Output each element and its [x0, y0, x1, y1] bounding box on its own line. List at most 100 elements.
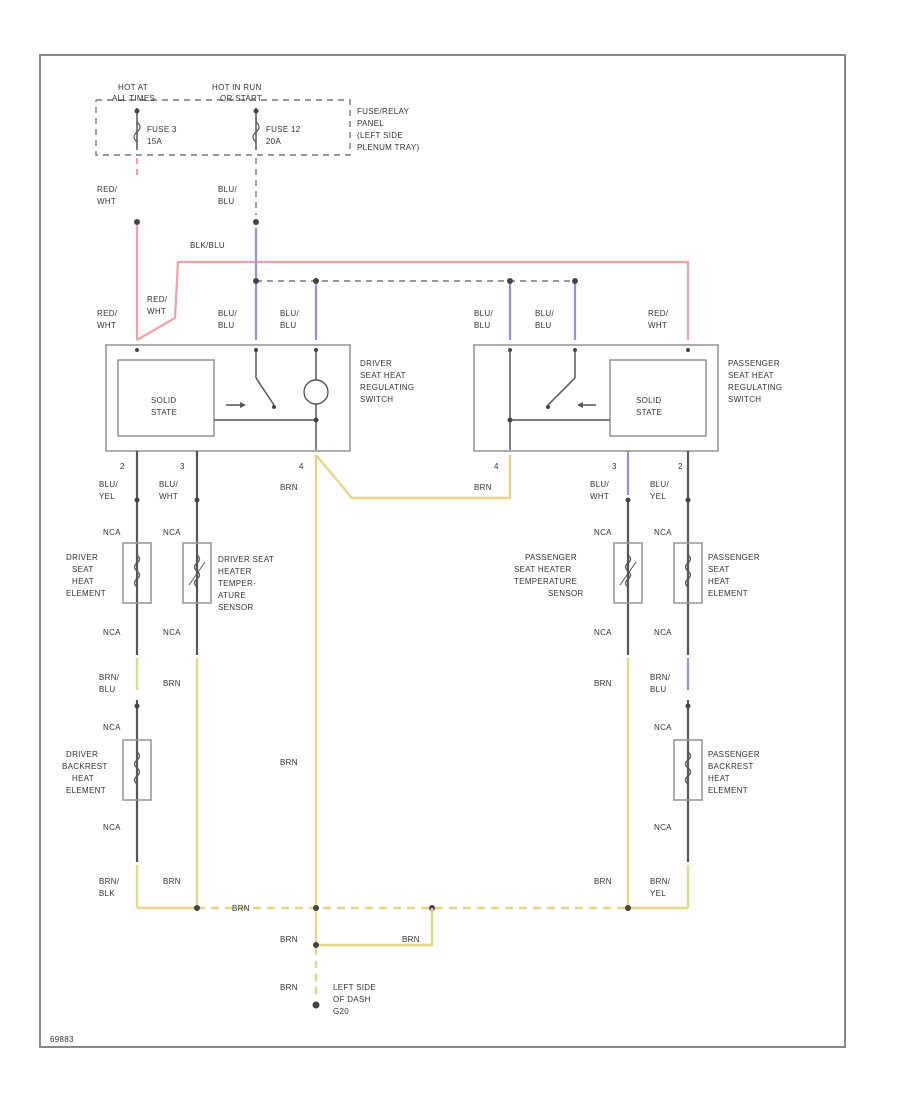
passenger-backrest-1: PASSENGER — [708, 750, 760, 759]
passenger-sensor-4: SENSOR — [548, 589, 584, 598]
passenger-backrest-2: BACKREST — [708, 762, 754, 771]
wire-blu-wht-d-1: BLU/ — [159, 480, 178, 489]
passenger-solid-state-2: STATE — [636, 408, 662, 417]
nca-p3: NCA — [594, 628, 612, 637]
driver-backrest-heat-element: DRIVER BACKREST HEAT ELEMENT — [62, 739, 152, 801]
wire-brn-blu-d-1: BRN/ — [99, 673, 120, 682]
driver-switch-name-3: REGULATING — [360, 383, 414, 392]
wire-brn-p2: BRN — [594, 877, 612, 886]
hot-in-run-line2: OR START — [220, 94, 262, 103]
nca-p4: NCA — [654, 628, 672, 637]
driver-sensor-3: TEMPER- — [218, 579, 256, 588]
wire-brn-p-pin4: BRN — [474, 483, 492, 492]
wire-blu-wht-p-1: BLU/ — [590, 480, 609, 489]
passenger-seat-element-1: PASSENGER — [708, 553, 760, 562]
wire-blu-p1-2: BLU — [474, 321, 490, 330]
passenger-backrest-3: HEAT — [708, 774, 730, 783]
wire-blu-yel-d-2: YEL — [99, 492, 115, 501]
wire-blu-top-2: BLU — [218, 197, 234, 206]
wire-blu-p2-1: BLU/ — [535, 309, 554, 318]
wire-red-wht-mid-1: RED/ — [147, 295, 168, 304]
wire-blu-yel-p-2: YEL — [650, 492, 666, 501]
passenger-regulating-switch: SOLID STATE PASSENGER SEAT HEAT REGULATI… — [473, 344, 782, 471]
wire-blk-blu-label: BLK/BLU — [190, 241, 225, 250]
nca-d1: NCA — [103, 528, 121, 537]
wire-red-wht-mid-2: WHT — [147, 307, 166, 316]
passenger-seat-element-3: HEAT — [708, 577, 730, 586]
passenger-backrest-4: ELEMENT — [708, 786, 748, 795]
wire-red-wht-right-2: WHT — [648, 321, 667, 330]
wire-brn-center: BRN — [280, 758, 298, 767]
wire-brn-bus: BRN — [232, 904, 250, 913]
driver-seat-element-2: SEAT — [72, 565, 94, 574]
nca-d4: NCA — [163, 628, 181, 637]
ground-label-1: LEFT SIDE — [333, 983, 376, 992]
wire-red-wht-top-1: RED/ — [97, 185, 118, 194]
driver-pin-2: 2 — [120, 462, 125, 471]
nca-d6: NCA — [103, 823, 121, 832]
wire-blu-p2-2: BLU — [535, 321, 551, 330]
wire-brn-yel-2: YEL — [650, 889, 666, 898]
panel-desc-line3: (LEFT SIDE — [357, 131, 403, 140]
driver-seat-element-4: ELEMENT — [66, 589, 106, 598]
driver-switch-name-2: SEAT HEAT — [360, 371, 406, 380]
driver-seat-element-1: DRIVER — [66, 553, 98, 562]
passenger-sensor-3: TEMPERATURE — [514, 577, 577, 586]
ground-label-3: G20 — [333, 1007, 349, 1016]
wire-brn-blk-1: BRN/ — [99, 877, 120, 886]
ground-label-2: OF DASH — [333, 995, 371, 1004]
passenger-switch-name-2: SEAT HEAT — [728, 371, 774, 380]
wire-red-wht-right-1: RED/ — [648, 309, 669, 318]
diagram-frame — [39, 54, 846, 1048]
wire-brn-blu-p-1: BRN/ — [650, 673, 671, 682]
nca-p6: NCA — [654, 823, 672, 832]
passenger-seat-element-2: SEAT — [708, 565, 730, 574]
fuse-a-line2: 15A — [147, 137, 162, 146]
wire-brn-p1: BRN — [594, 679, 612, 688]
driver-temperature-sensor: DRIVER SEAT HEATER TEMPER- ATURE SENSOR — [182, 542, 274, 612]
wire-blu-yel-p-1: BLU/ — [650, 480, 669, 489]
driver-pin-3: 3 — [180, 462, 185, 471]
fuse-a-line1: FUSE 3 — [147, 125, 177, 134]
ground-point — [312, 1001, 320, 1009]
driver-switch-name-1: DRIVER — [360, 359, 392, 368]
wire-blu-d1-2: BLU — [218, 321, 234, 330]
fuse-b-line1: FUSE 12 — [266, 125, 301, 134]
hot-in-run-line1: HOT IN RUN — [212, 83, 262, 92]
wire-blu-d2-2: BLU — [280, 321, 296, 330]
driver-switch-name-4: SWITCH — [360, 395, 393, 404]
nca-d5: NCA — [103, 723, 121, 732]
hot-at-all-times-line2: ALL TIMES — [112, 94, 155, 103]
wire-brn-blu-p-2: BLU — [650, 685, 666, 694]
wire-brn-g2: BRN — [280, 983, 298, 992]
nca-p1: NCA — [594, 528, 612, 537]
driver-sensor-1: DRIVER SEAT — [218, 555, 274, 564]
wire-brn-joint: BRN — [402, 935, 420, 944]
driver-pin-4: 4 — [299, 462, 304, 471]
wire-brn-g1: BRN — [280, 935, 298, 944]
wire-blu-yel-d-1: BLU/ — [99, 480, 118, 489]
panel-desc-line4: PLENUM TRAY) — [357, 143, 419, 152]
wire-blu-wht-p-2: WHT — [590, 492, 609, 501]
wire-brn-d2: BRN — [163, 877, 181, 886]
nca-d3: NCA — [103, 628, 121, 637]
wire-blu-wht-d-2: WHT — [159, 492, 178, 501]
driver-seat-element-3: HEAT — [72, 577, 94, 586]
driver-sensor-5: SENSOR — [218, 603, 254, 612]
wire-brn-blk-2: BLK — [99, 889, 115, 898]
wire-brn-d-pin4: BRN — [280, 483, 298, 492]
nca-p5: NCA — [654, 723, 672, 732]
wire-red-wht-top-2: WHT — [97, 197, 116, 206]
driver-solid-state-1: SOLID — [151, 396, 177, 405]
nca-d2: NCA — [163, 528, 181, 537]
wire-blu-d2-1: BLU/ — [280, 309, 299, 318]
driver-solid-state-2: STATE — [151, 408, 177, 417]
passenger-pin-2: 2 — [678, 462, 683, 471]
driver-backrest-1: DRIVER — [66, 750, 98, 759]
driver-sensor-4: ATURE — [218, 591, 246, 600]
driver-regulating-switch: SOLID STATE DRIVER SEAT HEAT REGULATING … — [105, 344, 414, 471]
passenger-solid-state-1: SOLID — [636, 396, 662, 405]
driver-sensor-2: HEATER — [218, 567, 252, 576]
panel-desc-line1: FUSE/RELAY — [357, 107, 410, 116]
